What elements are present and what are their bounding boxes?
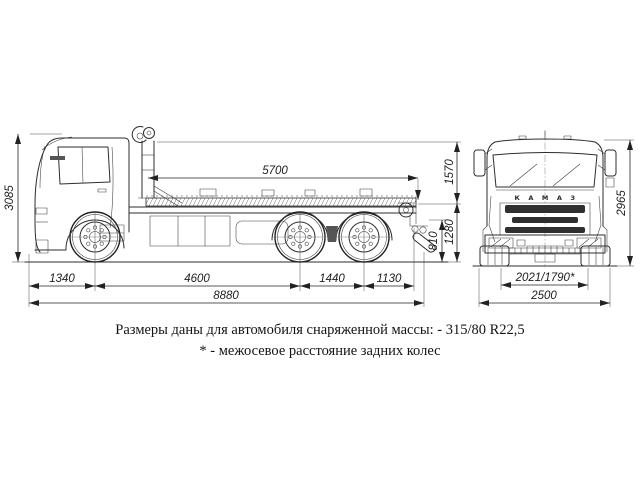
dimension-annotations: 3085 5700 1570 1280 810 1340 4600 1440 1… xyxy=(4,133,634,307)
dim-rear-track: 2021/1790* xyxy=(515,272,575,284)
dim-overall-length: 8880 xyxy=(213,290,239,302)
dim-bogie-spacing: 1440 xyxy=(319,273,345,285)
dim-front-overhang: 1340 xyxy=(49,273,75,285)
front-view: КАМАЗ xyxy=(472,130,618,268)
lift-hook xyxy=(143,127,155,139)
dim-overall-height: 3085 xyxy=(4,185,16,211)
dim-rear-overhang: 1130 xyxy=(377,273,402,285)
front-axle-wheels xyxy=(479,245,611,267)
cab-front: КАМАЗ xyxy=(482,131,608,252)
dim-platform-length: 5700 xyxy=(262,165,288,177)
bumper-front xyxy=(484,234,606,254)
caption-line-1: Размеры даны для автомобиля снаряженной … xyxy=(115,322,525,338)
dim-hook-height: 1570 xyxy=(444,159,456,185)
mirrors xyxy=(473,148,617,188)
dim-rear-height: 810 xyxy=(428,231,440,251)
rear-roller-assembly xyxy=(398,202,436,253)
left-mirror xyxy=(473,149,486,177)
cab-side xyxy=(34,136,130,254)
dim-overall-width: 2500 xyxy=(530,290,557,302)
dim-front-height: 2965 xyxy=(616,190,628,217)
hook-mast xyxy=(131,126,183,207)
dim-wheelbase: 4600 xyxy=(184,273,210,285)
chassis-side xyxy=(128,188,417,247)
bogie-suspension xyxy=(326,226,338,242)
dim-frame-height: 1280 xyxy=(444,219,456,245)
right-mirror xyxy=(604,149,617,177)
side-view xyxy=(24,126,449,263)
front-grille-badge: КАМАЗ xyxy=(515,194,584,202)
caption-line-2: * - межосевое расстояние задних колес xyxy=(199,343,441,359)
wheels-side xyxy=(67,211,393,263)
wide-angle-mirror xyxy=(605,177,615,188)
